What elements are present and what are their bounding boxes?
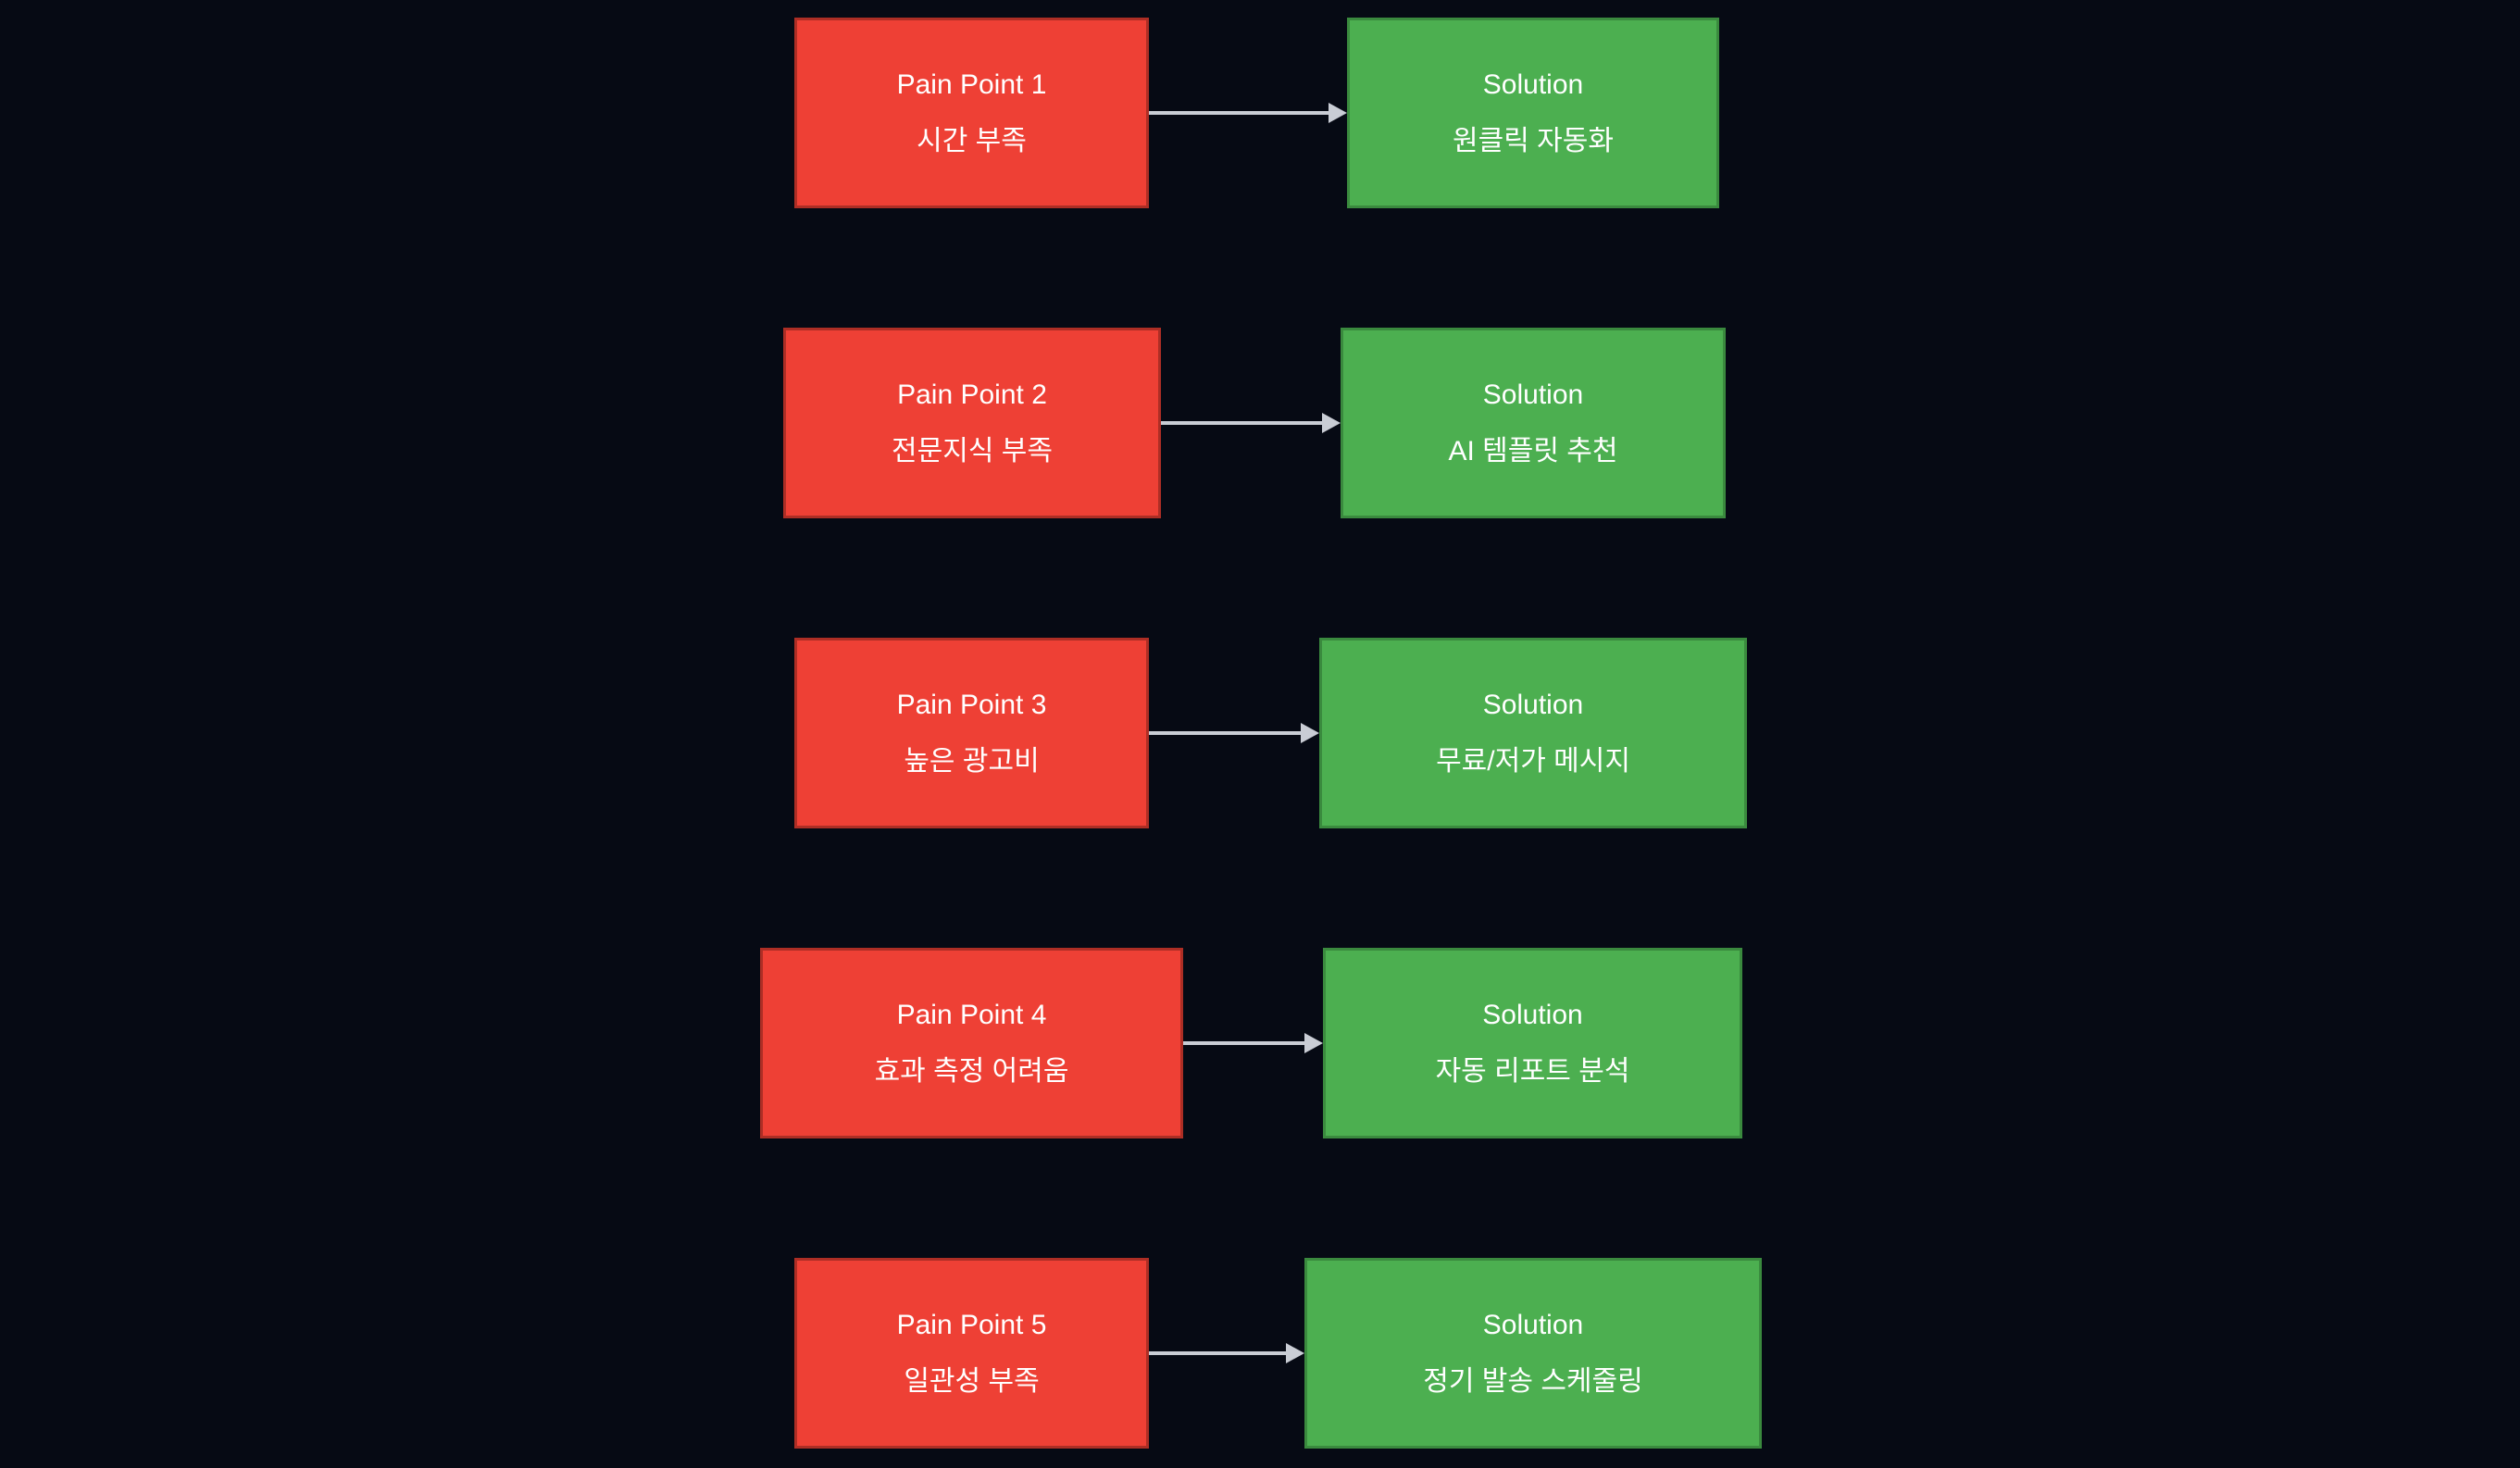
solution-2-subtitle: AI 템플릿 추천 <box>1448 435 1618 467</box>
pain-point-2-box: Pain Point 2 전문지식 부족 <box>783 328 1161 518</box>
solution-5-subtitle: 정기 발송 스케줄링 <box>1423 1365 1643 1397</box>
arrow-right-icon <box>1301 723 1319 743</box>
pain-point-2-subtitle: 전문지식 부족 <box>892 435 1053 467</box>
pain-point-1-subtitle: 시간 부족 <box>917 125 1027 156</box>
solution-4-title: Solution <box>1482 999 1583 1030</box>
pain-point-4-subtitle: 효과 측정 어려움 <box>874 1055 1069 1087</box>
pain-point-3-title: Pain Point 3 <box>896 689 1047 720</box>
solution-2-box: Solution AI 템플릿 추천 <box>1341 328 1726 518</box>
pain-point-3-subtitle: 높은 광고비 <box>904 745 1040 777</box>
arrow-3 <box>1149 723 1319 743</box>
arrow-1-shaft <box>1149 111 1329 115</box>
pain-point-4-box: Pain Point 4 효과 측정 어려움 <box>760 948 1183 1138</box>
solution-3-subtitle: 무료/저가 메시지 <box>1436 745 1630 777</box>
pain-point-3-box: Pain Point 3 높은 광고비 <box>794 638 1149 828</box>
solution-1-title: Solution <box>1482 68 1584 100</box>
arrow-5-shaft <box>1149 1351 1286 1355</box>
arrow-2-shaft <box>1161 421 1322 425</box>
solution-1-box: Solution 원클릭 자동화 <box>1347 18 1719 208</box>
arrow-4 <box>1183 1033 1323 1053</box>
pain-point-1-title: Pain Point 1 <box>896 68 1047 100</box>
arrow-2 <box>1161 413 1341 433</box>
pain-point-5-title: Pain Point 5 <box>896 1309 1047 1340</box>
arrow-right-icon <box>1322 413 1341 433</box>
arrow-1 <box>1149 103 1347 123</box>
arrow-right-icon <box>1304 1033 1323 1053</box>
pain-point-1-box: Pain Point 1 시간 부족 <box>794 18 1149 208</box>
pain-point-2-title: Pain Point 2 <box>897 379 1047 410</box>
solution-4-subtitle: 자동 리포트 분석 <box>1435 1055 1630 1087</box>
arrow-3-shaft <box>1149 731 1301 735</box>
solution-5-title: Solution <box>1482 1309 1584 1340</box>
solution-3-box: Solution 무료/저가 메시지 <box>1319 638 1747 828</box>
pain-point-5-subtitle: 일관성 부족 <box>904 1365 1040 1397</box>
arrow-5 <box>1149 1343 1304 1363</box>
pain-point-4-title: Pain Point 4 <box>896 999 1047 1030</box>
solution-3-title: Solution <box>1482 689 1584 720</box>
arrow-right-icon <box>1286 1343 1304 1363</box>
arrow-right-icon <box>1329 103 1347 123</box>
pain-point-5-box: Pain Point 5 일관성 부족 <box>794 1258 1149 1449</box>
solution-5-box: Solution 정기 발송 스케줄링 <box>1304 1258 1762 1449</box>
solution-1-subtitle: 원클릭 자동화 <box>1453 125 1614 156</box>
solution-4-box: Solution 자동 리포트 분석 <box>1323 948 1742 1138</box>
solution-2-title: Solution <box>1482 379 1584 410</box>
arrow-4-shaft <box>1183 1041 1304 1045</box>
